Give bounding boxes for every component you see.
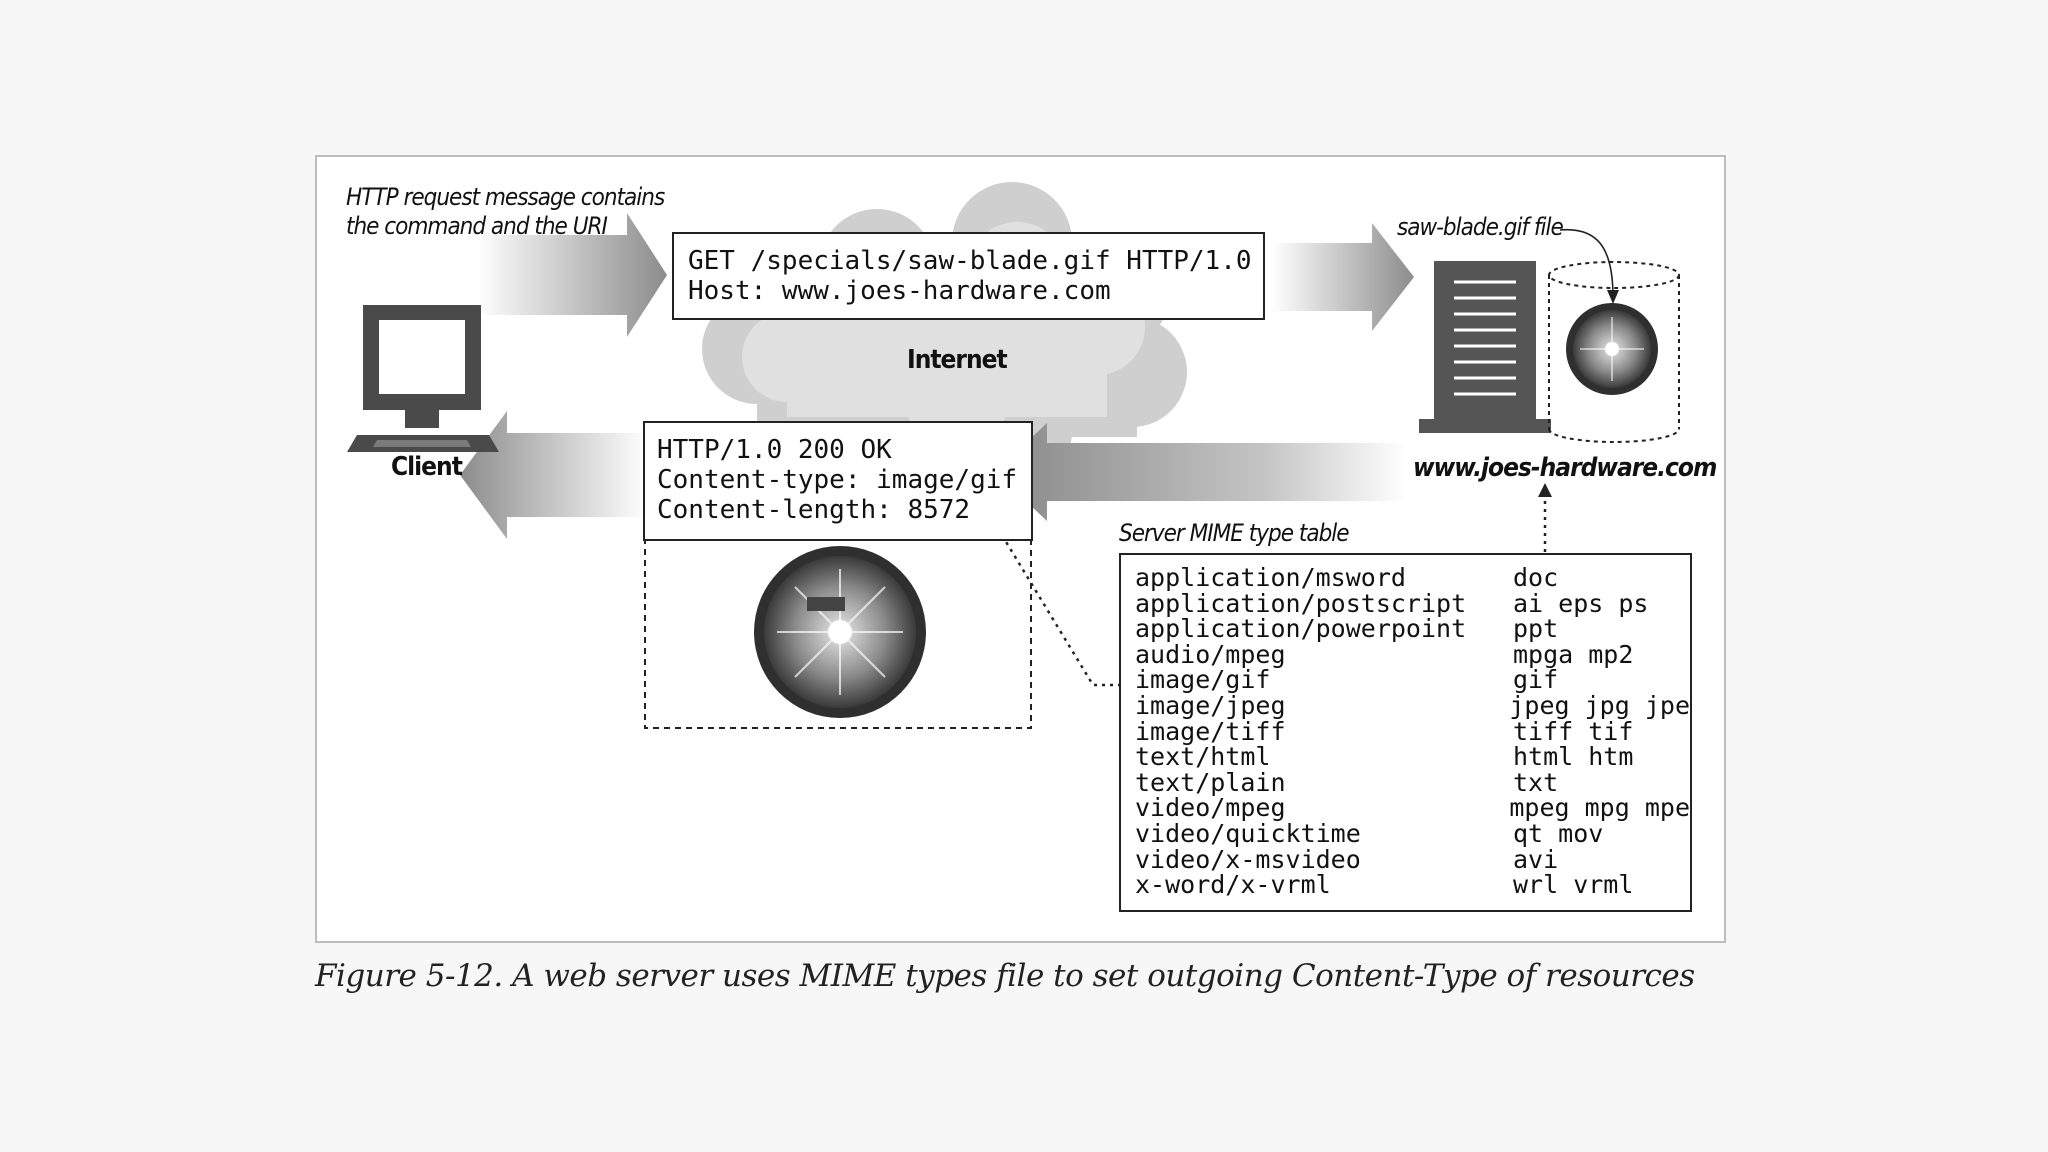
mime-table-row: application/postscript ai eps ps	[1135, 588, 1690, 618]
internet-label: Internet	[907, 345, 1008, 375]
request-note-line2: the command and the URI	[346, 212, 608, 240]
request-note: HTTP request message contains the comman…	[346, 183, 665, 241]
mime-extension-cell: gif	[1513, 665, 1559, 695]
mime-type-cell: text/html	[1135, 742, 1271, 772]
mime-table-title: Server MIME type table	[1119, 519, 1350, 547]
mime-extension-cell: jpeg jpg jpe	[1509, 690, 1690, 720]
mime-type-cell: text/plain	[1135, 767, 1286, 797]
request-line: GET /specials/saw-blade.gif HTTP/1.0	[688, 246, 1252, 276]
server-icon	[1419, 261, 1551, 433]
mime-table-row: video/x-msvideo avi	[1135, 844, 1690, 874]
request-arrow-icon	[1272, 223, 1414, 331]
mime-table-row: x-word/x-vrml wrl vrml	[1135, 872, 1690, 898]
mime-extension-cell: tiff tif	[1513, 716, 1634, 746]
content-length-line: Content-length: 8572	[657, 495, 971, 525]
mime-table-row: audio/mpeg mpga mp2	[1135, 642, 1690, 668]
request-message-box: GET /specials/saw-blade.gif HTTP/1.0 Hos…	[672, 232, 1265, 320]
mime-extension-cell: mpga mp2	[1513, 639, 1634, 669]
mime-extension-cell: ppt	[1513, 614, 1559, 644]
request-arrow-icon	[477, 213, 667, 337]
mime-extension-cell: doc	[1513, 563, 1559, 592]
computer-icon	[347, 305, 499, 452]
file-label: saw-blade.gif file	[1397, 213, 1564, 241]
mime-extension-cell: html htm	[1513, 742, 1634, 772]
saw-blade-icon	[1566, 303, 1658, 395]
mime-extension-cell: wrl vrml	[1513, 870, 1634, 900]
mime-type-cell: video/mpeg	[1135, 793, 1286, 823]
mime-extension-cell: txt	[1513, 767, 1559, 797]
file-pointer-arrow	[1559, 228, 1614, 298]
mime-table-row: image/jpeg jpeg jpg jpe	[1135, 693, 1690, 719]
mime-table-row: text/html html htm	[1135, 744, 1690, 770]
figure-caption: Figure 5-12. A web server uses MIME type…	[315, 958, 1695, 994]
mime-table-row: application/powerpoint ppt	[1135, 616, 1690, 642]
mime-type-cell: video/x-msvideo	[1135, 844, 1361, 874]
mime-table-row: image/gif gif	[1135, 667, 1690, 693]
response-arrow-icon	[995, 423, 1407, 521]
mime-type-cell: x-word/x-vrml	[1135, 870, 1331, 900]
content-type-line: Content-type: image/gif	[657, 465, 1018, 495]
figure-frame: HTTP request message contains the comman…	[315, 155, 1726, 943]
mime-type-cell: video/quicktime	[1135, 818, 1361, 848]
request-note-line1: HTTP request message contains	[346, 183, 665, 211]
mime-table-row: video/quicktime qt mov	[1135, 821, 1690, 847]
mime-extension-cell: qt mov	[1513, 818, 1604, 848]
disk-icon	[1548, 261, 1680, 443]
mime-lookup-arrow	[995, 526, 1129, 687]
mime-type-cell: image/gif	[1135, 665, 1271, 695]
status-line: HTTP/1.0 200 OK	[657, 435, 892, 465]
mime-extension-cell: avi	[1513, 844, 1559, 874]
mime-extension-cell: ai eps ps	[1513, 588, 1649, 618]
client-label: Client	[391, 452, 463, 482]
mime-type-cell: audio/mpeg	[1135, 639, 1286, 669]
mime-type-cell: application/msword	[1135, 563, 1406, 592]
server-label: www.joes-hardware.com	[1413, 453, 1717, 483]
mime-type-cell: application/powerpoint	[1135, 614, 1467, 644]
mime-table-row: application/msword doc	[1135, 565, 1690, 591]
host-line: Host: www.joes-hardware.com	[688, 276, 1111, 306]
mime-table-row: text/plain txt	[1135, 770, 1690, 796]
mime-type-cell: image/jpeg	[1135, 690, 1286, 720]
mime-table-row: image/tiff tiff tif	[1135, 716, 1690, 746]
response-arrow-icon	[460, 411, 647, 539]
mime-table-row: video/mpeg mpeg mpg mpe	[1135, 795, 1690, 821]
saw-blade-icon	[754, 546, 926, 718]
response-message-box: HTTP/1.0 200 OK Content-type: image/gif …	[643, 421, 1033, 541]
mime-extension-cell: mpeg mpg mpe	[1509, 793, 1690, 823]
mime-type-cell: image/tiff	[1135, 716, 1286, 746]
mime-type-cell: application/postscript	[1135, 588, 1467, 618]
